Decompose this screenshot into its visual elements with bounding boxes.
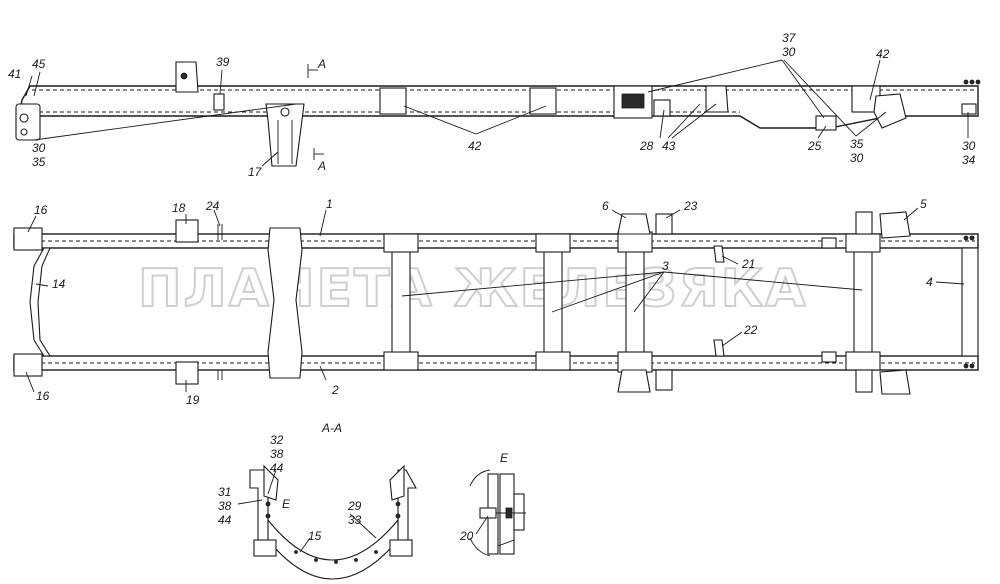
callout-19: 19 xyxy=(186,393,200,407)
callout-6: 6 xyxy=(602,199,609,213)
callout-21: 21 xyxy=(741,257,755,271)
section-aa-view xyxy=(237,464,417,580)
callout-3: 3 xyxy=(662,259,669,273)
detail-e-view xyxy=(469,469,526,557)
section-aa-title: А-А xyxy=(321,421,342,435)
callout-30-rear: 30 xyxy=(850,151,864,165)
callout-16-top: 16 xyxy=(34,203,48,217)
front-hook-bracket xyxy=(15,103,41,141)
callout-42-side: 42 xyxy=(468,139,482,153)
plan-view xyxy=(13,207,979,395)
callout-25: 25 xyxy=(807,139,822,153)
crossmember-2 xyxy=(543,247,563,357)
front-crossmember xyxy=(29,247,51,357)
rivet-row xyxy=(963,79,981,85)
callout-14: 14 xyxy=(52,277,66,291)
callout-16-bottom: 16 xyxy=(36,389,50,403)
callout-2: 2 xyxy=(331,383,339,397)
callout-30-end: 30 xyxy=(962,139,976,153)
side-view: A A xyxy=(15,57,981,173)
callout-29: 29 xyxy=(347,499,362,513)
callout-30-top: 30 xyxy=(782,45,796,59)
detail-e-mark: Е xyxy=(282,497,291,511)
callout-43: 43 xyxy=(662,139,676,153)
callout-42-top: 42 xyxy=(876,47,890,61)
callout-33: 33 xyxy=(348,513,362,527)
crossmember-4 xyxy=(853,247,873,357)
callout-45: 45 xyxy=(32,57,46,71)
spring-bracket xyxy=(265,103,305,167)
callout-20: 20 xyxy=(459,529,474,543)
callout-35-rear: 35 xyxy=(850,137,864,151)
callout-35-front: 35 xyxy=(32,155,46,169)
callout-44-left: 44 xyxy=(218,513,232,527)
section-marker-bottom: A xyxy=(317,159,326,173)
callout-18: 18 xyxy=(172,201,186,215)
callout-38-left: 38 xyxy=(218,499,232,513)
watermark-text: ПЛАНЕТА ЖЕЛЕЗЯКА xyxy=(138,259,807,319)
detail-e-title: Е xyxy=(500,451,509,465)
callout-34: 34 xyxy=(962,153,976,167)
callout-37: 37 xyxy=(782,31,797,45)
callout-17: 17 xyxy=(248,165,263,179)
callout-4: 4 xyxy=(926,275,933,289)
callout-23: 23 xyxy=(683,199,698,213)
callout-24: 24 xyxy=(205,199,220,213)
crossmember-1 xyxy=(391,247,411,357)
callout-38-top: 38 xyxy=(270,447,284,461)
callout-15: 15 xyxy=(308,529,322,543)
callout-31: 31 xyxy=(218,485,231,499)
curved-crossmember xyxy=(267,518,399,580)
callout-22: 22 xyxy=(743,323,758,337)
callout-28: 28 xyxy=(639,139,654,153)
rear-plate xyxy=(961,247,979,357)
callout-30-front: 30 xyxy=(32,141,46,155)
callout-32: 32 xyxy=(270,433,284,447)
callout-39: 39 xyxy=(216,55,230,69)
callout-1: 1 xyxy=(326,197,333,211)
crossmember-spring xyxy=(267,227,303,379)
callout-44-top: 44 xyxy=(270,461,284,475)
callout-5: 5 xyxy=(920,197,927,211)
callout-41: 41 xyxy=(8,67,21,81)
section-marker-top: A xyxy=(317,57,326,71)
